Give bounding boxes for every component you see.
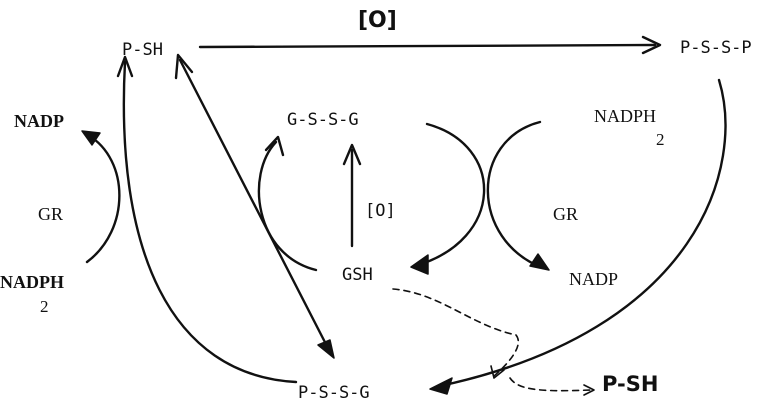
arrowhead-dashed-psh	[583, 384, 595, 396]
arrowhead-pssp	[641, 35, 662, 55]
arrow-pssp-to-pssg	[438, 78, 727, 388]
oxidation-label-middle: [O]	[365, 201, 396, 221]
arrow-nadph-to-nadp	[486, 120, 545, 270]
arrowhead-gssg-curve	[264, 135, 285, 157]
node-p-sh: P-SH	[122, 40, 163, 60]
arrowhead-psh-left	[116, 55, 134, 78]
dashed-gsh-to-pssg	[392, 288, 519, 377]
left-nadph-label: NADPH	[0, 272, 64, 292]
arrowhead-dashed-pssg	[490, 365, 505, 379]
arrowhead-pssg-diagonal	[317, 339, 335, 359]
node-g-s-s-g: G-S-S-G	[287, 110, 359, 130]
right-nadp-label: NADP	[569, 269, 619, 289]
left-nadp-label: NADP	[14, 111, 64, 131]
arrow-gssg-to-gsh	[413, 122, 486, 268]
right-nadph-label: NADPH	[594, 106, 657, 126]
arrow-gsh-to-gssg-curve	[257, 140, 318, 272]
arrow-psh-pssg-diagonal	[178, 58, 332, 354]
arrowhead-gssg-vertical	[342, 143, 362, 166]
node-p-s-s-p: P-S-S-P	[680, 38, 752, 58]
right-gr-label: GR	[553, 204, 579, 224]
node-p-sh-released: P-SH	[602, 372, 659, 396]
arrowhead-right-nadp	[529, 253, 550, 271]
arrowhead-left-nadp	[81, 130, 101, 146]
left-nadph-subscript: 2	[40, 297, 49, 316]
arrowhead-gsh-right	[410, 254, 429, 275]
arrowhead-psh-diagonal	[174, 53, 194, 80]
node-gsh: GSH	[342, 265, 373, 285]
dashed-to-psh	[509, 377, 591, 392]
left-gr-label: GR	[38, 204, 64, 224]
arrow-left-gr-cycle	[85, 133, 121, 264]
right-nadph-subscript: 2	[656, 130, 665, 149]
arrow-psh-to-pssp	[198, 43, 657, 49]
oxidation-label-top: [O]	[358, 8, 397, 33]
arrow-pssg-to-psh	[122, 60, 298, 384]
arrowhead-pssg-right	[429, 377, 453, 395]
node-p-s-s-g: P-S-S-G	[298, 383, 370, 403]
